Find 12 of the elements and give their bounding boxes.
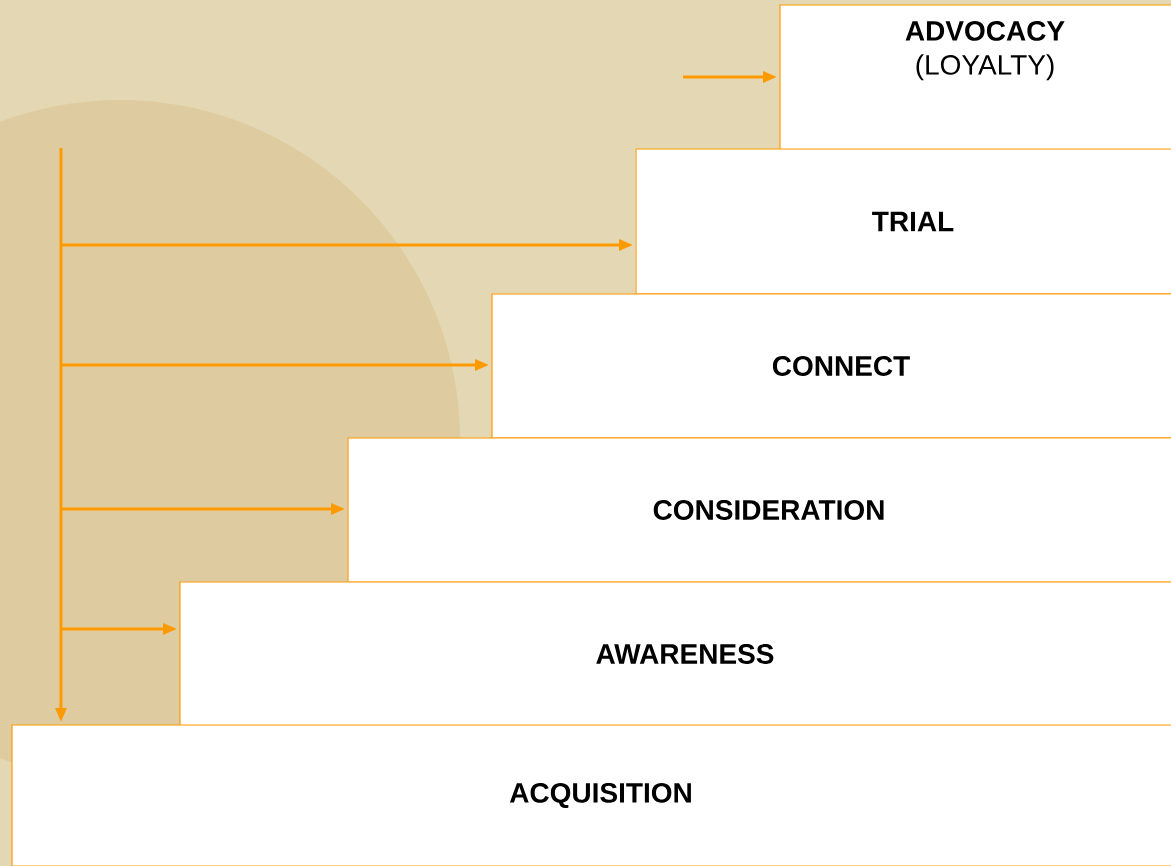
node-label: TRIAL (872, 211, 954, 232)
node-label: AWARENESS (596, 644, 774, 664)
step-box: AWARENESS (179, 581, 1171, 727)
step-box: ACQUISITION (11, 724, 1171, 866)
node-label: (LOYALTY) (916, 54, 1054, 81)
node-label: CONSIDERATION (653, 500, 884, 520)
step-box: TRIAL (635, 148, 1171, 295)
step-box: CONSIDERATION (347, 437, 1171, 583)
step-box: CONNECT (491, 293, 1171, 439)
node-label: CONNECT (772, 356, 910, 376)
node-label: ADVOCACY (905, 21, 1065, 41)
step-box: ADVOCACY (LOYALTY) (779, 4, 1171, 151)
